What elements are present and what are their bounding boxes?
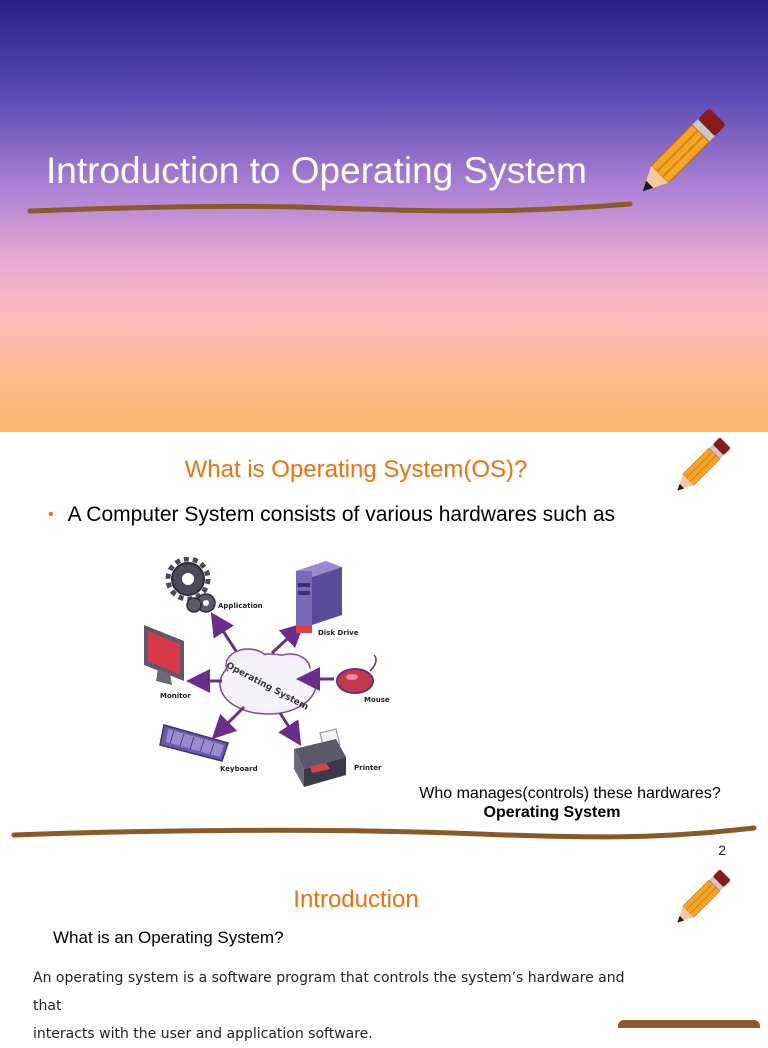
body-line: An operating system is a software progra… [33, 970, 625, 1014]
corner-decoration [618, 1020, 760, 1028]
gear-icon [165, 557, 216, 613]
slide-1: Introduction to Operating System [0, 0, 768, 432]
answer-text: Operating System [483, 804, 621, 821]
bullet-item: • A Computer System consists of various h… [48, 503, 615, 527]
pencil-icon [642, 109, 725, 192]
slide-title: Introduction to Operating System [46, 150, 587, 191]
title-underline [27, 201, 633, 214]
bullet-dot: • [48, 506, 54, 523]
keyboard-icon [159, 724, 229, 762]
disk-drive-icon [296, 561, 342, 633]
printer-icon [294, 728, 346, 787]
slide-underline [11, 825, 757, 840]
pencil-icon [677, 870, 730, 923]
slide-subtitle: What is an Operating System? [53, 928, 284, 947]
question-text: Who manages(controls) these hardwares? [419, 785, 721, 802]
bullet-text: A Computer System consists of various ha… [67, 503, 616, 526]
label-monitor: Monitor [160, 692, 191, 700]
slide-3: Introduction What is an Operating System… [0, 862, 768, 1042]
slide-heading: Introduction [293, 886, 419, 913]
operating-system-cloud: Operating System [219, 648, 317, 715]
diagram-arrows [186, 611, 334, 747]
pencil-icon [677, 438, 730, 491]
slide-heading: What is Operating System(OS)? [184, 456, 528, 483]
label-printer: Printer [354, 764, 382, 772]
hardware-diagram: Operating System Application [144, 557, 390, 787]
label-keyboard: Keyboard [220, 765, 258, 773]
body-line: interacts with the user and application … [33, 1026, 373, 1042]
page-number: 2 [718, 842, 726, 858]
label-disk-drive: Disk Drive [318, 629, 359, 637]
label-application: Application [218, 602, 263, 610]
mouse-icon [336, 654, 377, 694]
label-mouse: Mouse [364, 696, 390, 704]
slide-2: What is Operating System(OS)? • A Compute… [0, 432, 768, 862]
body-paragraph: An operating system is a software progra… [33, 964, 633, 1048]
monitor-icon [144, 625, 184, 685]
